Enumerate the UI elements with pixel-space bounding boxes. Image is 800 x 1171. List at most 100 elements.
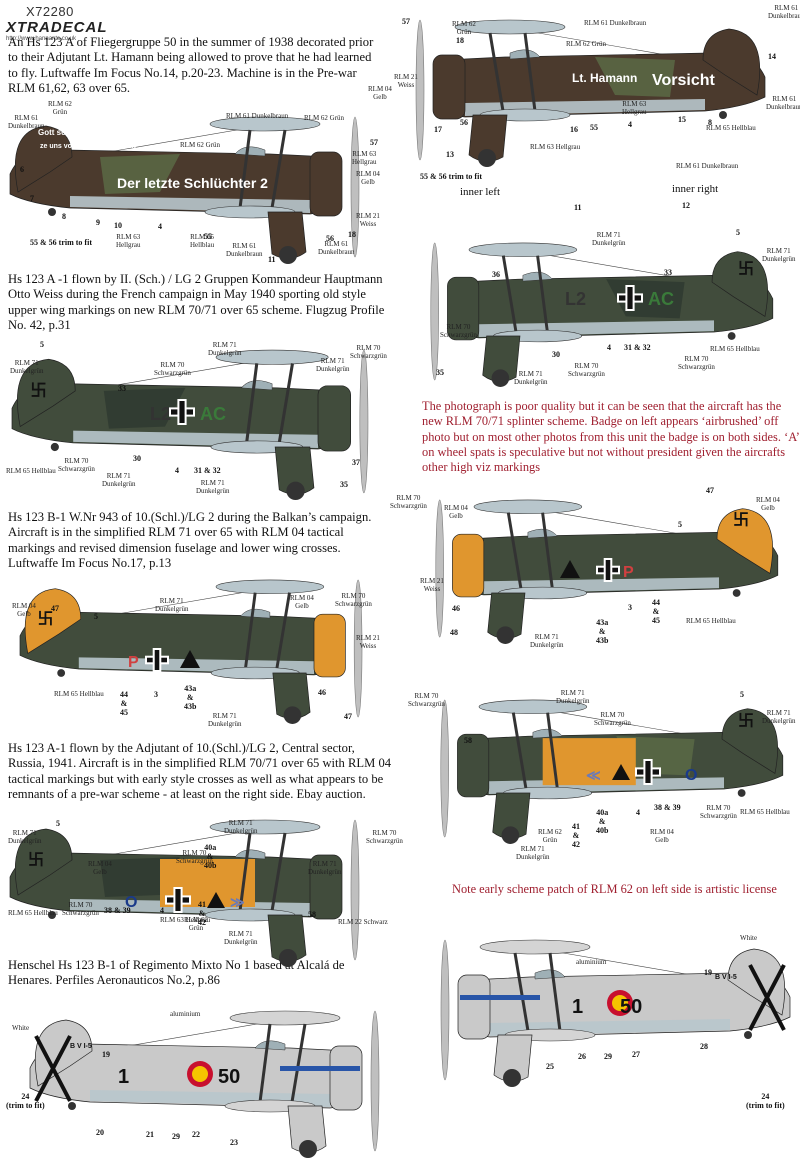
decal-number-callout: 18 xyxy=(348,230,356,239)
upper-wing xyxy=(209,819,321,835)
colour-callout: RLM 65 Hellblau xyxy=(54,690,104,698)
decal-number-callout: 11 xyxy=(574,203,582,212)
wheel xyxy=(491,369,510,387)
decal-number-callout: 21 xyxy=(146,1130,154,1139)
wing-strut xyxy=(536,255,549,333)
colour-callout: RLM 21 Weiss xyxy=(420,577,444,593)
upper-wing xyxy=(468,242,578,257)
canopy xyxy=(509,49,541,60)
wing-strut xyxy=(541,512,554,590)
decal-number-callout: 40a & 40b xyxy=(596,808,609,835)
tail-fin xyxy=(14,125,73,193)
tail-wheel xyxy=(57,669,66,677)
colour-callout: RLM 71 Dunkelgrün xyxy=(530,633,564,649)
chevron-marking: ≪ xyxy=(586,767,601,783)
decal-number-callout: 46 xyxy=(452,604,460,613)
code-50: 50 xyxy=(620,996,642,1018)
decal-number-callout: 4 xyxy=(158,222,162,231)
balkenkreuz xyxy=(173,887,183,913)
decal-number-callout: 43a & 43b xyxy=(596,618,609,645)
decal-number-callout: 5 xyxy=(56,819,60,828)
tail-swastika: 卐 xyxy=(30,382,46,400)
balkenkreuz xyxy=(177,399,187,425)
code-p: P xyxy=(623,564,634,581)
decal-number-callout: 4 xyxy=(636,808,640,817)
decal-number-callout: 17 xyxy=(434,125,442,134)
tail-wheel xyxy=(50,442,59,452)
colour-callout: RLM 65 Hellblau xyxy=(190,233,215,249)
colour-callout: RLM 63 Hellgrau xyxy=(622,100,647,116)
roundel-center xyxy=(192,1066,208,1082)
upper-wing xyxy=(229,1010,341,1026)
tail-wheel xyxy=(744,1031,752,1039)
decal-number-callout: 24 (trim to fit) xyxy=(746,1092,785,1110)
fuselage-slogan: Der letzte Schlüchter 2 xyxy=(117,175,268,191)
triangle-marking xyxy=(207,892,225,908)
tail-fin xyxy=(14,828,73,896)
colour-callout: inner left xyxy=(460,186,501,198)
decal-number-callout: 33 xyxy=(118,384,126,393)
decal-number-callout: 8 xyxy=(62,212,66,221)
engine-cowling xyxy=(452,533,485,598)
code-l2: L2 xyxy=(565,289,586,309)
colour-callout: RLM 65 Hellblau xyxy=(710,345,760,353)
decal-number-callout: 29 xyxy=(172,1132,180,1141)
colour-callout: RLM 62 Grün xyxy=(48,100,72,116)
decal-number-callout: 55 xyxy=(204,232,212,241)
tail-swastika: 卐 xyxy=(738,260,754,278)
colour-callout: RLM 71 Dunkelgrün xyxy=(308,860,342,876)
decal-number-callout: 38 & 39 xyxy=(654,803,681,812)
description-ii-sch-lg2: Hs 123 A -1 flown by II. (Sch.) / LG 2 G… xyxy=(8,272,385,332)
wheel xyxy=(279,949,297,967)
colour-callout: RLM 22 Schwarz xyxy=(338,918,388,926)
decal-number-callout: 20 xyxy=(96,1128,104,1137)
tail-wheel xyxy=(737,789,746,797)
colour-callout: RLM 63 Hellgrau xyxy=(160,916,211,924)
decal-number-callout: 7 xyxy=(30,194,34,203)
upper-wing xyxy=(215,349,329,365)
decal-number-callout: 44 & 45 xyxy=(652,598,660,625)
wheel xyxy=(501,826,520,844)
decal-number-callout: 22 xyxy=(192,1130,200,1139)
colour-callout: RLM 62 Grün xyxy=(184,916,208,932)
propeller xyxy=(353,579,363,718)
wing-strut xyxy=(546,712,559,790)
tail-saltire xyxy=(34,1035,72,1102)
camouflage-patch xyxy=(100,154,180,194)
propeller xyxy=(370,1010,380,1152)
decal-number-callout: 14 xyxy=(768,52,776,61)
colour-callout: RLM 71 Dunkelgrün xyxy=(762,247,796,263)
decal-number-callout: 55 xyxy=(590,123,598,132)
upper-wing xyxy=(479,939,591,955)
colour-callout: RLM 63 Hellgrau xyxy=(352,150,377,166)
canopy xyxy=(522,271,553,282)
decal-number-callout: 37 xyxy=(352,458,360,467)
sheet-code: X72280 xyxy=(26,4,74,19)
tail-fin xyxy=(17,358,76,428)
decal-number-callout: 3 xyxy=(628,603,632,612)
colour-callout: RLM 62 Grün xyxy=(566,40,607,48)
colour-callout: RLM 21 Weiss xyxy=(356,212,380,228)
wheel xyxy=(478,149,496,167)
decal-number-callout: 4 xyxy=(160,906,164,915)
decal-number-callout: 13 xyxy=(446,150,454,159)
canopy xyxy=(234,849,266,860)
decal-number-callout: 55 & 56 trim to fit xyxy=(30,238,92,247)
colour-callout: RLM 71 Dunkelgrün xyxy=(155,597,189,613)
decal-number-callout: 30 xyxy=(552,350,560,359)
engine-cowling xyxy=(457,733,490,798)
xtradecal-logo: X72280 XTRADECAL http://www.hannants.co.… xyxy=(6,4,108,42)
colour-callout: White xyxy=(740,934,758,942)
description-fliegergruppe-50: An Hs 123 A of Fliegergruppe 50 in the s… xyxy=(8,35,374,95)
propeller xyxy=(350,116,360,258)
colour-callout: RLM 04 Gelb xyxy=(650,828,674,844)
wing-strut xyxy=(245,363,259,444)
colour-callout: RLM 61 Dunkelbraun xyxy=(8,114,45,130)
decal-number-callout: 3 xyxy=(154,690,158,699)
code-o: O xyxy=(685,767,697,784)
decal-number-callout: 47 xyxy=(706,486,714,495)
colour-callout: RLM 71 Dunkelgrün xyxy=(516,845,550,861)
colour-callout: RLM 70 Schwarzgrün xyxy=(176,849,213,865)
colour-callout: White xyxy=(12,1024,30,1032)
wing-strut xyxy=(290,1023,307,1103)
